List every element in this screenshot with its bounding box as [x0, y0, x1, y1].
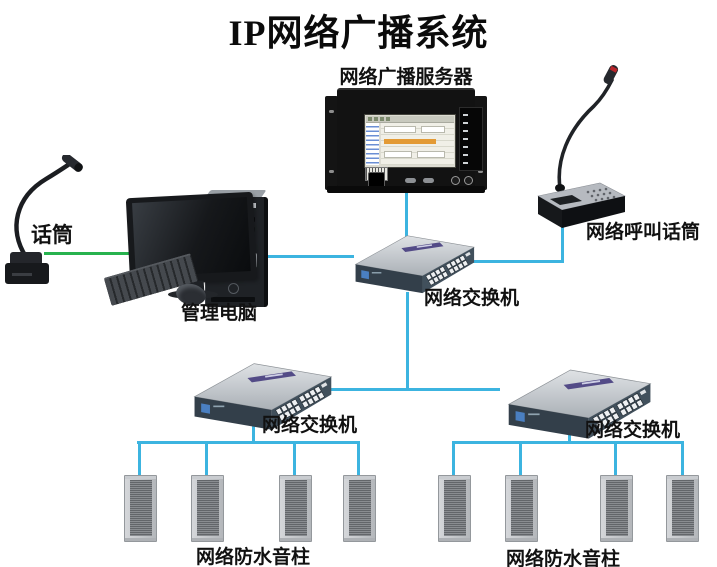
- callmic-gooseneck: [557, 78, 614, 190]
- speaker-mesh: [672, 480, 694, 536]
- speaker-column: [505, 475, 538, 542]
- server-screen: [364, 114, 456, 168]
- speaker-mesh: [285, 480, 307, 536]
- server-label: 网络广播服务器: [339, 67, 473, 88]
- left-switch-label: 网络交换机: [262, 415, 358, 436]
- speaker-mesh: [130, 480, 152, 536]
- speaker-column: [438, 475, 471, 542]
- callmic-base-front: [538, 196, 562, 228]
- speaker-mesh: [511, 480, 533, 536]
- right-switch-label: 网络交换机: [585, 420, 681, 441]
- callmic-head: [603, 65, 619, 85]
- line-main-switch-to-callmic-h: [470, 260, 564, 263]
- line-mic-to-pc: [44, 252, 153, 255]
- desk-microphone: [5, 155, 83, 284]
- server-knob: [451, 176, 460, 185]
- callmic-buttons: [586, 187, 616, 202]
- pc-vent: [211, 297, 255, 302]
- callmic-base-side: [562, 196, 625, 228]
- speaker-column: [343, 475, 376, 542]
- main-switch-label: 网络交换机: [424, 288, 520, 309]
- management-pc-label: 管理电脑: [181, 303, 258, 324]
- line-server-to-main-switch: [405, 192, 408, 238]
- server-rack-ear-left: [325, 96, 338, 190]
- server-screen-list: [366, 123, 379, 165]
- call-mic-label: 网络呼叫话筒: [586, 222, 701, 243]
- server-knob: [464, 176, 473, 185]
- server-vent-panel: [459, 107, 483, 171]
- speaker-mesh: [197, 480, 219, 536]
- line-right-drop-2: [519, 441, 522, 477]
- line-right-speaker-bus: [452, 441, 684, 444]
- speaker-column: [124, 475, 157, 542]
- mic-gooseneck: [14, 162, 71, 260]
- desk-mic-label: 话筒: [31, 223, 73, 247]
- screw-slot: [329, 110, 334, 113]
- line-right-drop-3: [614, 441, 617, 477]
- speaker-column: [279, 475, 312, 542]
- speaker-column: [666, 475, 699, 542]
- server-base: [327, 186, 485, 193]
- line-switch-bus-horizontal: [314, 388, 500, 391]
- line-left-drop-4: [357, 441, 360, 477]
- line-left-drop-1: [138, 441, 141, 477]
- right-speakers-label: 网络防水音柱: [506, 549, 621, 567]
- server-screen-form: [381, 123, 454, 165]
- server-button: [423, 178, 434, 183]
- line-left-speaker-bus: [137, 441, 360, 444]
- speaker-mesh: [444, 480, 466, 536]
- line-pc-to-main-switch: [256, 255, 354, 258]
- mic-head: [61, 155, 83, 172]
- speaker-mesh: [349, 480, 371, 536]
- speaker-column: [191, 475, 224, 542]
- callmic-neck-socket: [555, 184, 565, 192]
- screw-slot: [478, 170, 483, 173]
- screw-slot: [329, 170, 334, 173]
- left-speakers-label: 网络防水音柱: [196, 547, 311, 567]
- broadcast-server: [325, 88, 487, 194]
- callmic-speaker-pad: [550, 195, 582, 205]
- line-left-switch-feed: [252, 415, 255, 444]
- line-right-drop-4: [681, 441, 684, 477]
- line-left-drop-3: [293, 441, 296, 477]
- server-front-panel: [337, 88, 483, 190]
- server-screen-toolbar: [366, 116, 454, 123]
- server-button: [405, 178, 416, 183]
- page-title: IP网络广播系统: [228, 13, 489, 53]
- network-call-microphone: [537, 65, 626, 228]
- speaker-mesh: [606, 480, 628, 536]
- speaker-column: [600, 475, 633, 542]
- line-right-switch-feed: [568, 428, 571, 444]
- line-left-drop-2: [205, 441, 208, 477]
- management-pc: [100, 185, 275, 310]
- pc-power-button: [228, 283, 239, 294]
- mic-base-text-strip: [12, 273, 32, 276]
- line-main-switch-down: [406, 292, 409, 391]
- line-main-switch-to-callmic-v: [561, 214, 564, 263]
- line-right-drop-1: [452, 441, 455, 477]
